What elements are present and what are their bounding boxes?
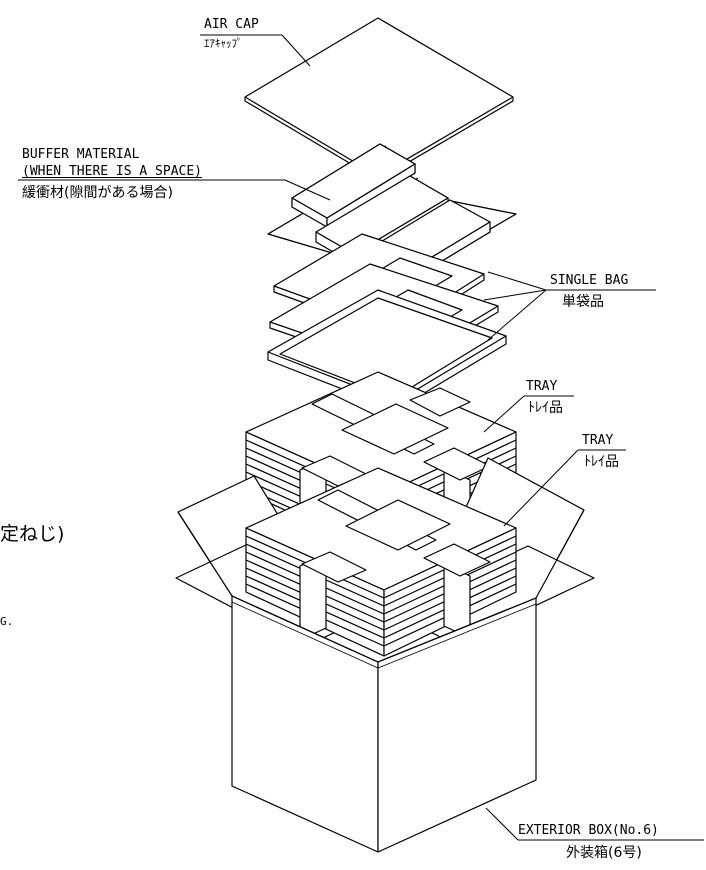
single-bag-stack (267, 233, 507, 411)
tray-label-lower-jp: ﾄﾚｲ品 (584, 454, 619, 470)
tray-label-lower: TRAY (582, 433, 614, 448)
cropped-text-fragment-en: G. (0, 615, 14, 628)
tray-label-upper: TRAY (526, 379, 558, 394)
leader-lines (18, 34, 704, 841)
buffer-material-label-line2: (WHEN THERE IS A SPACE) (22, 164, 203, 179)
tray-label-upper-jp: ﾄﾚｲ品 (528, 400, 563, 416)
lower-tray-stack (245, 467, 517, 657)
buffer-material-label-line1: BUFFER MATERIAL (22, 147, 140, 162)
single-bag-label-jp: 単袋品 (562, 294, 604, 310)
single-bag-label: SINGLE BAG (550, 273, 629, 288)
exterior-box-label-jp: 外装箱(6号) (566, 845, 642, 861)
exterior-box-body (231, 595, 537, 853)
air-cap-label: AIR CAP (204, 17, 259, 32)
buffer-material-label-jp: 緩衝材(隙間がある場合) (22, 185, 173, 201)
air-cap-label-jp: ｴｱｷｬｯﾌﾟ (204, 37, 243, 50)
exterior-box-label: EXTERIOR BOX(No.6) (518, 823, 659, 838)
cropped-text-fragment-jp: 定ねじ) (0, 523, 65, 545)
